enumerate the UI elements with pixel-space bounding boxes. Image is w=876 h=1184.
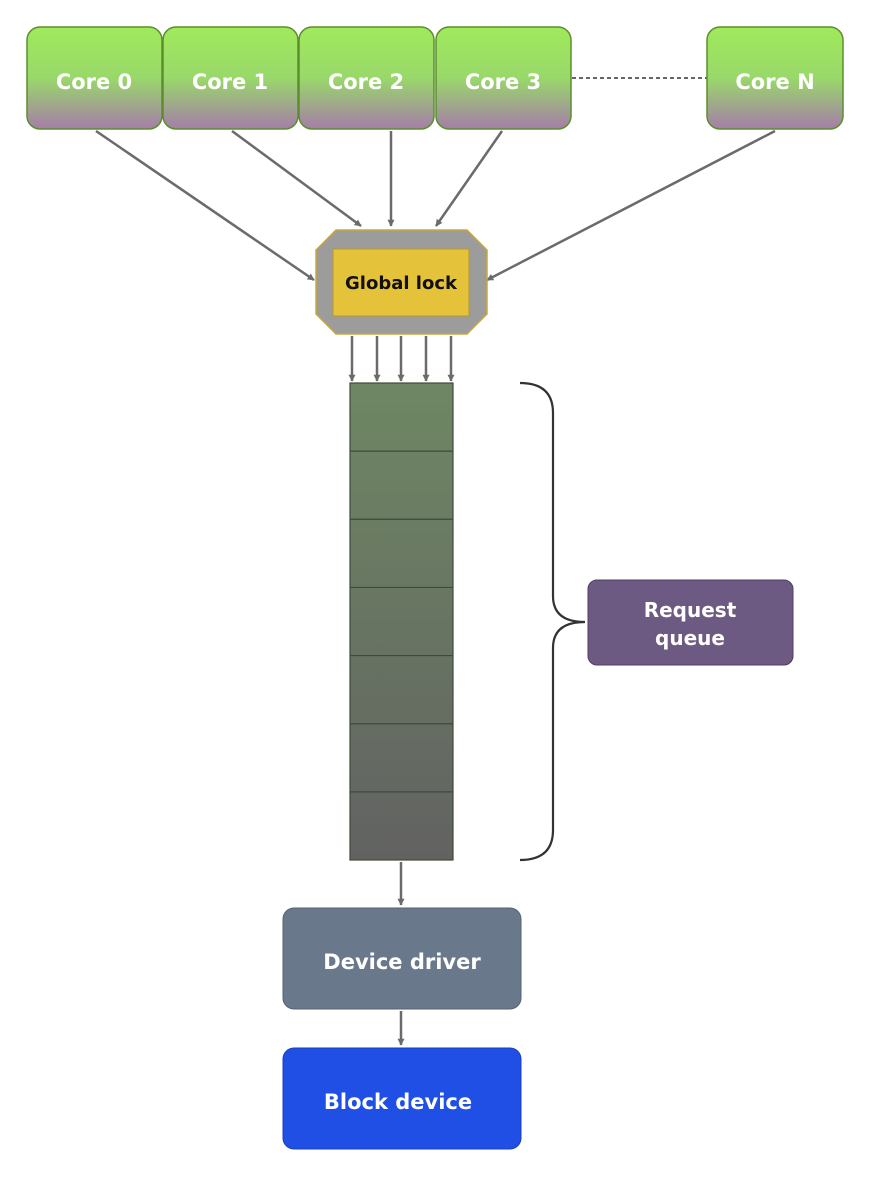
core-box-2: Core 2 [298, 26, 435, 130]
block-device-box: Block device [282, 1047, 522, 1150]
core-label-0: Core 0 [56, 70, 132, 94]
request-queue-body [349, 382, 454, 861]
request-queue-label-line1: Request [644, 598, 737, 622]
core-box-3: Core 3 [435, 26, 572, 130]
core-box-n: Core N [706, 26, 844, 130]
core-label-2: Core 2 [328, 70, 404, 94]
device-driver-box: Device driver [282, 907, 522, 1010]
core-label-n: Core N [735, 70, 814, 94]
arrow-core1-to-lock [231, 129, 362, 228]
request-queue-label-box: Request queue [587, 579, 794, 666]
core-box-0: Core 0 [26, 26, 163, 130]
core-label-1: Core 1 [192, 70, 268, 94]
global-lock-core [332, 248, 470, 317]
arrow-core0-to-lock [95, 129, 315, 282]
request-queue [349, 382, 454, 861]
core-label-3: Core 3 [465, 70, 541, 94]
global-lock: Global lock [315, 229, 488, 335]
request-queue-brace [519, 381, 586, 862]
global-lock-label: Global lock [345, 273, 458, 294]
device-driver-label: Device driver [323, 950, 481, 974]
arrow-coren-to-lock [486, 129, 776, 282]
arrow-core3-to-lock [434, 130, 504, 227]
core-box-1: Core 1 [162, 26, 299, 130]
block-device-label: Block device [324, 1090, 472, 1114]
request-queue-label-line2: queue [655, 626, 725, 650]
